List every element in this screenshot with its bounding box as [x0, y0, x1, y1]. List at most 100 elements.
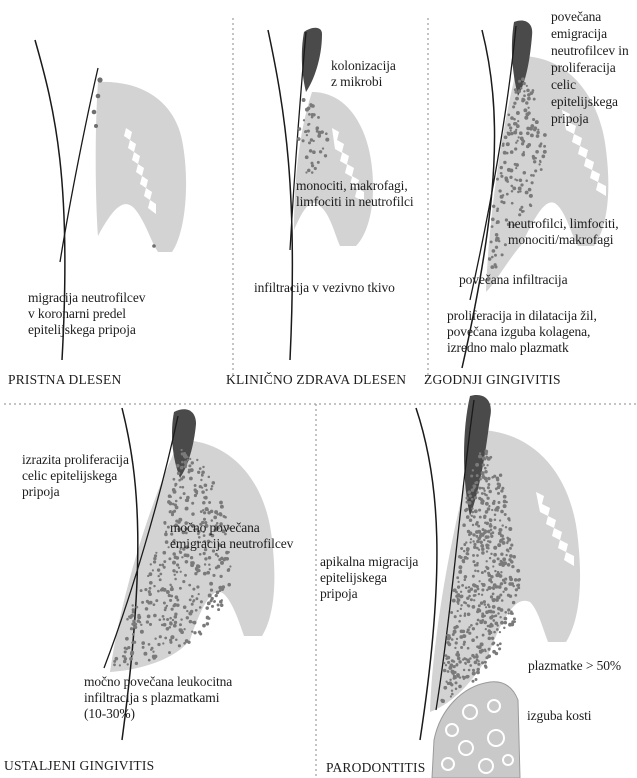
infiltrating-cell [524, 116, 528, 120]
infiltrating-cell [510, 560, 513, 563]
infiltrating-cell [506, 142, 510, 146]
infiltrating-cell [166, 605, 168, 607]
infiltrating-cell [504, 587, 508, 591]
infiltrating-cell [535, 150, 539, 154]
infiltrating-cell [511, 190, 514, 193]
infiltrating-cell [212, 481, 215, 484]
infiltrating-cell [486, 550, 488, 552]
panel-title-pristna-dlesen: PRISTNA DLESEN [8, 372, 121, 388]
infiltrating-cell [153, 557, 156, 560]
infiltrating-cell [469, 664, 472, 667]
label-mocno-povecana-emigracija: močno povečana emigracija neutrofilcev [170, 520, 293, 552]
infiltrating-cell [227, 583, 231, 587]
infiltrating-cell [213, 600, 216, 603]
infiltrating-cell [208, 563, 210, 565]
panel-title-ustaljeni-gingivitis: USTALJENI GINGIVITIS [4, 758, 154, 774]
label-kolonizacija: kolonizacija z mikrobi [331, 58, 396, 90]
infiltrating-cell [145, 607, 149, 611]
infiltrating-cell [130, 651, 134, 655]
infiltrating-cell [467, 605, 470, 608]
infiltrating-cell [536, 131, 539, 134]
infiltrating-cell [451, 693, 454, 696]
infiltrating-cell [308, 113, 311, 116]
infiltrating-cell [177, 472, 180, 475]
infiltrating-cell [476, 474, 479, 477]
infiltrating-cell [480, 501, 484, 505]
infiltrating-cell [543, 133, 547, 137]
infiltrating-cell [172, 569, 175, 572]
infiltrating-cell [538, 163, 540, 165]
infiltrating-cell [487, 654, 491, 658]
infiltrating-cell [480, 601, 484, 605]
infiltrating-cell [192, 600, 194, 602]
infiltrating-cell [161, 587, 164, 590]
infiltrating-cell [503, 627, 505, 629]
infiltrating-cell [491, 586, 494, 589]
infiltrating-cell [184, 574, 187, 577]
plaque-deposit [302, 28, 322, 92]
infiltrating-cell [189, 599, 192, 602]
infiltrating-cell [130, 614, 134, 618]
infiltrating-cell [453, 677, 456, 680]
infiltrating-cell [502, 591, 504, 593]
infiltrating-cell [496, 624, 498, 626]
infiltrating-cell [224, 557, 227, 560]
infiltrating-cell [172, 604, 175, 607]
infiltrating-cell [489, 610, 493, 614]
infiltrating-cell [506, 193, 509, 196]
infiltrating-cell [526, 127, 530, 131]
infiltrating-cell [502, 541, 506, 545]
infiltrating-cell [499, 519, 501, 521]
infiltrating-cell [484, 470, 488, 474]
infiltrating-cell [491, 637, 494, 640]
infiltrating-cell [497, 543, 501, 547]
infiltrating-cell [443, 686, 447, 690]
infiltrating-cell [472, 672, 476, 676]
infiltrating-cell [134, 622, 138, 626]
infiltrating-cell [460, 556, 463, 559]
panel-title-zgodnji-gingivitis: ZGODNJI GINGIVITIS [424, 372, 561, 388]
infiltrating-cell [502, 144, 505, 147]
infiltrating-cell [471, 515, 473, 517]
infiltrating-cell [523, 171, 527, 175]
infiltrating-cell [500, 510, 504, 514]
infiltrating-cell [491, 598, 494, 601]
infiltrating-cell [169, 510, 172, 513]
infiltrating-cell [467, 553, 470, 556]
infiltrating-cell [456, 653, 460, 657]
infiltrating-cell [466, 557, 469, 560]
infiltrating-cell [519, 190, 521, 192]
infiltrating-cell [500, 553, 503, 556]
infiltrating-cell [127, 646, 130, 649]
panel-title-parodontitis: PARODONTITIS [326, 760, 425, 776]
infiltrating-cell [152, 651, 154, 653]
infiltrating-cell [500, 172, 502, 174]
infiltrating-cell [492, 619, 495, 622]
infiltrating-cell [480, 544, 484, 548]
infiltrating-cell [157, 590, 160, 593]
infiltrating-cell [218, 586, 222, 590]
infiltrating-cell [461, 584, 464, 587]
infiltrating-cell [204, 483, 208, 487]
infiltrating-cell [151, 647, 154, 650]
infiltrating-cell [166, 590, 170, 594]
infiltrating-cell [528, 188, 532, 192]
infiltrating-cell [517, 583, 520, 586]
infiltrating-cell [187, 459, 189, 461]
infiltrating-cell [201, 474, 204, 477]
infiltrating-cell [322, 147, 324, 149]
infiltrating-cell [481, 661, 484, 664]
infiltrating-cell [478, 509, 481, 512]
infiltrating-cell [191, 603, 194, 606]
infiltrating-cell [452, 633, 455, 636]
infiltrating-cell [493, 546, 497, 550]
infiltrating-cell [190, 610, 194, 614]
infiltrating-cell [191, 512, 194, 515]
infiltrating-cell [490, 535, 493, 538]
infiltrating-cell [471, 638, 475, 642]
infiltrating-cell [451, 638, 454, 641]
infiltrating-cell [227, 569, 230, 572]
infiltrating-cell [176, 603, 179, 606]
infiltrating-cell [493, 526, 496, 529]
infiltrating-cell [481, 571, 484, 574]
